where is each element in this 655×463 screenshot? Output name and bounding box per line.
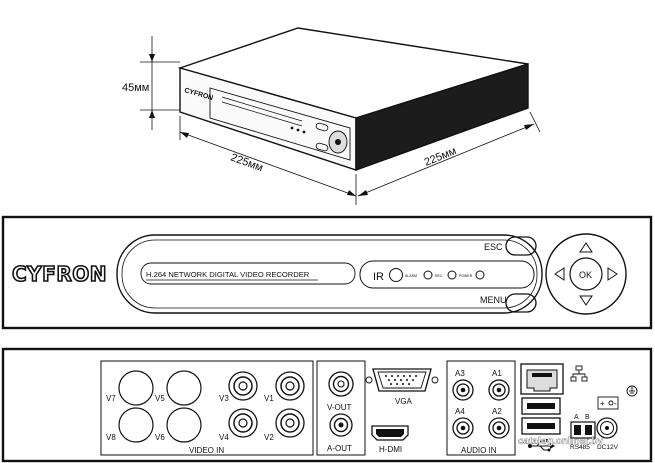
rs485-pin-b: B [585, 414, 590, 421]
audio-port-a4[interactable] [452, 417, 474, 439]
label-a3: A3 [455, 369, 465, 378]
label-a4: A4 [455, 407, 465, 416]
watermark-text: catalog.onliner.by [518, 436, 603, 447]
video-port-v1[interactable] [275, 371, 305, 401]
label-a2: A2 [492, 407, 502, 416]
usb-icon [528, 439, 555, 452]
indicator-strip [359, 260, 535, 289]
arrow-down-icon[interactable] [579, 295, 593, 306]
label-v3: V3 [219, 394, 229, 403]
label-v1: V1 [264, 394, 274, 403]
label-v4: V4 [219, 433, 229, 442]
ok-label: OK [579, 270, 592, 280]
usb-port-2[interactable] [521, 417, 561, 435]
svg-text:+: + [600, 399, 605, 408]
video-in-box [100, 360, 314, 456]
height-dimension: 45мм [122, 36, 180, 130]
label-v7: V7 [106, 394, 116, 403]
rs485-terminal[interactable] [570, 421, 596, 439]
power-label: DC12V [597, 444, 619, 451]
navigation-pad[interactable]: OK [545, 233, 627, 315]
audio-out-port[interactable] [329, 413, 353, 437]
vga-label: VGA [395, 397, 413, 406]
label-v5: V5 [155, 394, 165, 403]
audio-port-a1[interactable] [488, 379, 510, 401]
menu-label: MENU [480, 295, 507, 305]
height-label: 45мм [122, 82, 149, 94]
video-in-label: VIDEO IN [189, 446, 224, 455]
usb-port-1[interactable] [521, 397, 561, 415]
led-label-alarm: ALARM [405, 274, 417, 278]
aout-label: A-OUT [327, 444, 352, 453]
label-v8: V8 [106, 433, 116, 442]
rec-led [447, 270, 457, 280]
video-port-v5[interactable] [166, 370, 202, 406]
audio-port-a3[interactable] [452, 379, 474, 401]
audio-port-a2[interactable] [488, 417, 510, 439]
front-bezel [116, 234, 543, 314]
audio-in-label: AUDIO IN [461, 446, 497, 455]
video-port-v7[interactable] [118, 370, 154, 406]
video-port-v6[interactable] [166, 407, 202, 443]
rear-panel: V7 V5 V3 V1 V8 V6 V4 V2 VIDEO IN V-OUT A… [1, 347, 653, 463]
esc-label: ESC [484, 242, 503, 252]
dc-polarity-icon: + - [597, 396, 619, 410]
hdmi-label: H-DMI [379, 445, 402, 454]
isometric-view: CYFRON 45мм 225мм [122, 27, 541, 205]
width-label: 225мм [229, 152, 265, 175]
audio-in-box [446, 360, 516, 456]
menu-button[interactable] [505, 293, 537, 313]
video-out-port[interactable] [328, 371, 354, 397]
svg-text:-: - [614, 399, 617, 408]
rs485-label: RS485 [570, 444, 590, 451]
dc-power-jack[interactable] [596, 417, 618, 439]
rs485-pin-a: A [574, 414, 579, 421]
network-icon [570, 365, 588, 382]
video-port-v3[interactable] [228, 371, 258, 401]
vout-label: V-OUT [327, 403, 352, 412]
vga-port[interactable] [365, 368, 439, 392]
hdmi-port[interactable] [371, 425, 409, 441]
label-v2: V2 [264, 433, 274, 442]
video-port-v2[interactable] [275, 408, 305, 438]
device-side-face [355, 63, 529, 171]
arrow-right-icon[interactable] [607, 267, 618, 281]
device-front-bezel [209, 87, 351, 161]
front-panel: CYFRON H.264 NETWORK DIGITAL VIDEO RECOR… [1, 215, 653, 330]
arrow-up-icon[interactable] [579, 242, 593, 253]
led-label-power: POWER [459, 274, 473, 278]
model-window [140, 262, 356, 285]
ir-receiver [389, 268, 403, 282]
video-port-v4[interactable] [228, 408, 258, 438]
av-out-box [316, 360, 366, 456]
label-a1: A1 [492, 369, 502, 378]
front-brand-logo: CYFRON [12, 262, 107, 286]
depth-label: 225мм [423, 145, 459, 169]
led-label-rec: REC [435, 274, 443, 278]
model-text: H.264 NETWORK DIGITAL VIDEO RECORDER [146, 270, 310, 279]
esc-button[interactable] [505, 236, 537, 256]
device-front-face [179, 67, 357, 171]
ground-icon [626, 385, 638, 397]
alarm-led [423, 270, 433, 280]
label-v6: V6 [155, 433, 165, 442]
navpad-ring[interactable] [545, 233, 627, 315]
video-port-v8[interactable] [118, 407, 154, 443]
arrow-left-icon[interactable] [554, 267, 565, 281]
power-led [475, 270, 485, 280]
ir-label: IR [373, 271, 384, 283]
ok-button[interactable] [569, 257, 603, 291]
lan-port[interactable] [520, 363, 564, 395]
